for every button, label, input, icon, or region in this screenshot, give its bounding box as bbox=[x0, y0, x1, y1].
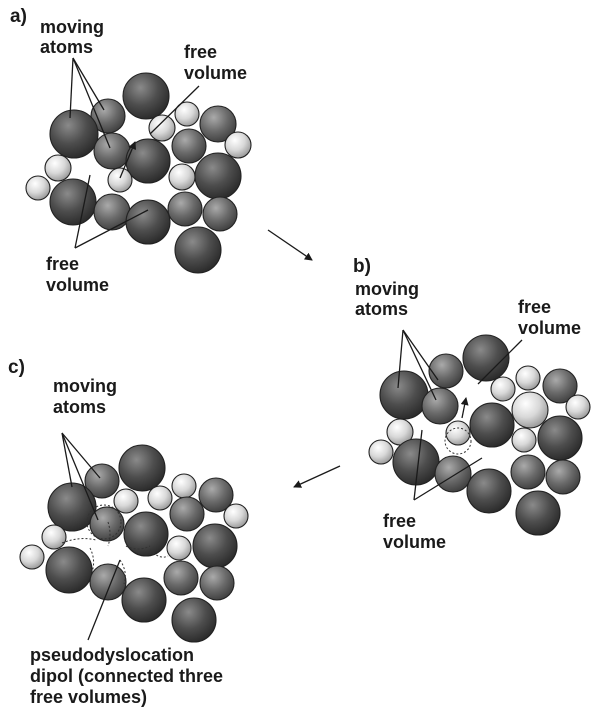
panel-c: c) moving atoms pseudodyslocation dipol … bbox=[8, 357, 249, 707]
panel-a-atom-18 bbox=[125, 199, 171, 245]
panel-b-atom-21 bbox=[515, 490, 561, 536]
panel-b-atom-4 bbox=[490, 376, 516, 402]
panel-a-moving-label-line1: moving bbox=[40, 17, 104, 37]
panel-c-atom-13 bbox=[166, 535, 192, 561]
panel-b: b) moving atoms free volume free volume bbox=[353, 256, 591, 552]
panel-a-atom-7 bbox=[93, 132, 131, 170]
panel-a: a) moving atoms free volume free volume bbox=[10, 6, 252, 295]
panel-c-atom-16 bbox=[45, 546, 93, 594]
panel-c-label: c) bbox=[8, 357, 25, 378]
panel-b-atom-5 bbox=[515, 365, 541, 391]
panel-b-free-volume-bottom-line1: free bbox=[383, 511, 416, 531]
panel-c-atom-17 bbox=[89, 563, 127, 601]
panel-c-caption-line1: pseudodyslocation bbox=[30, 645, 194, 665]
panel-b-atom-11 bbox=[445, 420, 471, 446]
panel-c-atom-9 bbox=[169, 496, 205, 532]
panel-a-free-volume-right-line2: volume bbox=[184, 63, 247, 83]
panel-a-atom-20 bbox=[202, 196, 238, 232]
panel-c-caption-line2: dipol (connected three bbox=[30, 666, 223, 686]
panel-a-atom-13 bbox=[168, 163, 196, 191]
panel-c-atom-11 bbox=[41, 524, 67, 550]
panel-a-atom-1 bbox=[122, 72, 170, 120]
panel-c-atom-4 bbox=[113, 488, 139, 514]
panel-b-atom-17 bbox=[434, 455, 472, 493]
panel-c-caption-line3: free volumes) bbox=[30, 687, 147, 707]
panel-c-atom-8 bbox=[89, 506, 125, 542]
panel-b-free-volume-right-line2: volume bbox=[518, 318, 581, 338]
panel-b-moving-label-line1: moving bbox=[355, 279, 419, 299]
panel-b-atom-7 bbox=[421, 387, 459, 425]
panel-c-atom-21 bbox=[171, 597, 217, 643]
panel-c-atom-19 bbox=[199, 565, 235, 601]
panel-b-atom-3 bbox=[379, 370, 429, 420]
panel-b-free-volume-bottom-line2: volume bbox=[383, 532, 446, 552]
panel-a-atom-8 bbox=[125, 138, 171, 184]
arrow-a-to-b bbox=[267, 229, 313, 261]
panel-a-free-volume-bottom-line2: volume bbox=[46, 275, 109, 295]
panel-c-atom-10 bbox=[223, 503, 249, 529]
panel-a-moving-label-line2: atoms bbox=[40, 37, 93, 57]
panel-a-atom-11 bbox=[44, 154, 72, 182]
panel-a-atom-17 bbox=[93, 193, 131, 231]
panel-a-free-volume-bottom-line1: free bbox=[46, 254, 79, 274]
panel-a-leader-lines bbox=[69, 57, 200, 249]
panel-b-vacancy-outline bbox=[444, 427, 472, 455]
panel-a-label: a) bbox=[10, 6, 27, 27]
panel-c-moving-label-line1: moving bbox=[53, 376, 117, 396]
panel-b-atom-14 bbox=[537, 415, 583, 461]
panel-b-atom-15 bbox=[368, 439, 394, 465]
panel-c-atom-15 bbox=[19, 544, 45, 570]
panel-b-moving-label-line2: atoms bbox=[355, 299, 408, 319]
panel-c-atom-6 bbox=[171, 473, 197, 499]
panel-b-atom-18 bbox=[510, 454, 546, 490]
panel-b-atom-6 bbox=[542, 368, 578, 404]
panel-a-atom-4 bbox=[148, 114, 176, 142]
panel-b-free-volume-right-line1: free bbox=[518, 297, 551, 317]
panel-c-atom-7 bbox=[198, 477, 234, 513]
panel-c-atom-20 bbox=[121, 577, 167, 623]
panel-c-atom-cluster bbox=[19, 444, 249, 643]
panel-a-free-volume-right-line1: free bbox=[184, 42, 217, 62]
panel-a-atom-15 bbox=[25, 175, 51, 201]
panel-b-atom-9 bbox=[565, 394, 591, 420]
panel-b-atom-19 bbox=[545, 459, 581, 495]
panel-c-free-volume-dotted-outlines bbox=[61, 504, 169, 585]
panel-a-atom-6 bbox=[199, 105, 237, 143]
panel-c-atom-2 bbox=[84, 463, 120, 499]
panel-b-atom-20 bbox=[466, 468, 512, 514]
panel-b-atom-13 bbox=[511, 427, 537, 453]
panel-a-atom-14 bbox=[194, 152, 242, 200]
panel-b-atom-1 bbox=[462, 334, 510, 382]
panel-b-atom-8 bbox=[511, 391, 549, 429]
panel-a-atom-3 bbox=[49, 109, 99, 159]
panel-a-atom-cluster bbox=[25, 72, 252, 274]
panel-a-atom-5 bbox=[174, 101, 200, 127]
panel-b-atom-12 bbox=[469, 402, 515, 448]
panel-c-atom-1 bbox=[118, 444, 166, 492]
panel-c-moving-label-line2: atoms bbox=[53, 397, 106, 417]
panel-a-atom-19 bbox=[167, 191, 203, 227]
panel-b-atom-2 bbox=[428, 353, 464, 389]
panel-c-leader-lines bbox=[61, 432, 121, 641]
panel-b-atom-cluster bbox=[368, 334, 591, 536]
panel-c-atom-18 bbox=[163, 560, 199, 596]
panel-c-atom-12 bbox=[123, 511, 169, 557]
panel-a-atom-12 bbox=[107, 167, 133, 193]
panel-c-atom-5 bbox=[147, 485, 173, 511]
panel-c-atom-14 bbox=[192, 523, 238, 569]
panel-a-atom-10 bbox=[224, 131, 252, 159]
panel-a-atom-21 bbox=[174, 226, 222, 274]
arrow-b-to-c bbox=[293, 465, 341, 488]
panel-a-atom-9 bbox=[171, 128, 207, 164]
panel-a-atom-16 bbox=[49, 178, 97, 226]
panel-b-leader-lines bbox=[397, 329, 523, 501]
panel-b-label: b) bbox=[353, 256, 371, 277]
panel-c-atom-3 bbox=[47, 482, 97, 532]
